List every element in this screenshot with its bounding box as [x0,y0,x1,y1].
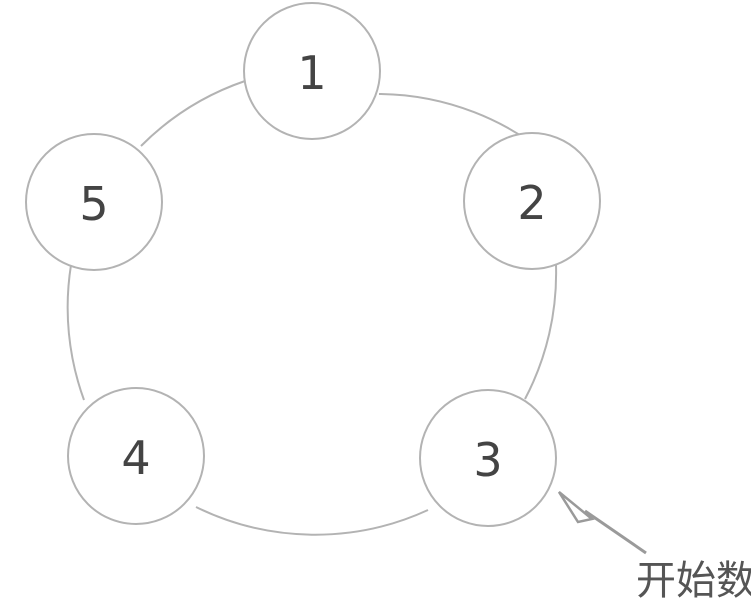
edge-4-to-5 [66,264,85,401]
node-4-label: 4 [121,431,150,485]
node-3-circle[interactable] [419,389,557,527]
node-3[interactable]: 3 [419,389,557,527]
annotation-arrow-shaft [584,509,647,555]
node-2[interactable]: 2 [463,132,601,270]
annotation-label: 开始数 [636,558,751,603]
edge-2-to-3 [524,264,558,400]
node-5[interactable]: 5 [25,133,163,271]
node-1-label: 1 [297,46,326,100]
node-4[interactable]: 4 [67,387,205,525]
start-annotation: 开始数 [557,491,751,603]
node-2-label: 2 [517,176,546,230]
node-2-circle[interactable] [463,132,601,270]
annotation-arrow-head-icon [557,491,595,524]
node-3-label: 3 [473,433,502,487]
node-4-circle[interactable] [67,387,205,525]
edge-3-to-4 [195,506,429,536]
node-1[interactable]: 1 [243,2,381,140]
node-1-circle[interactable] [243,2,381,140]
node-5-circle[interactable] [25,133,163,271]
edge-5-to-1 [140,80,246,147]
node-5-label: 5 [79,177,108,231]
